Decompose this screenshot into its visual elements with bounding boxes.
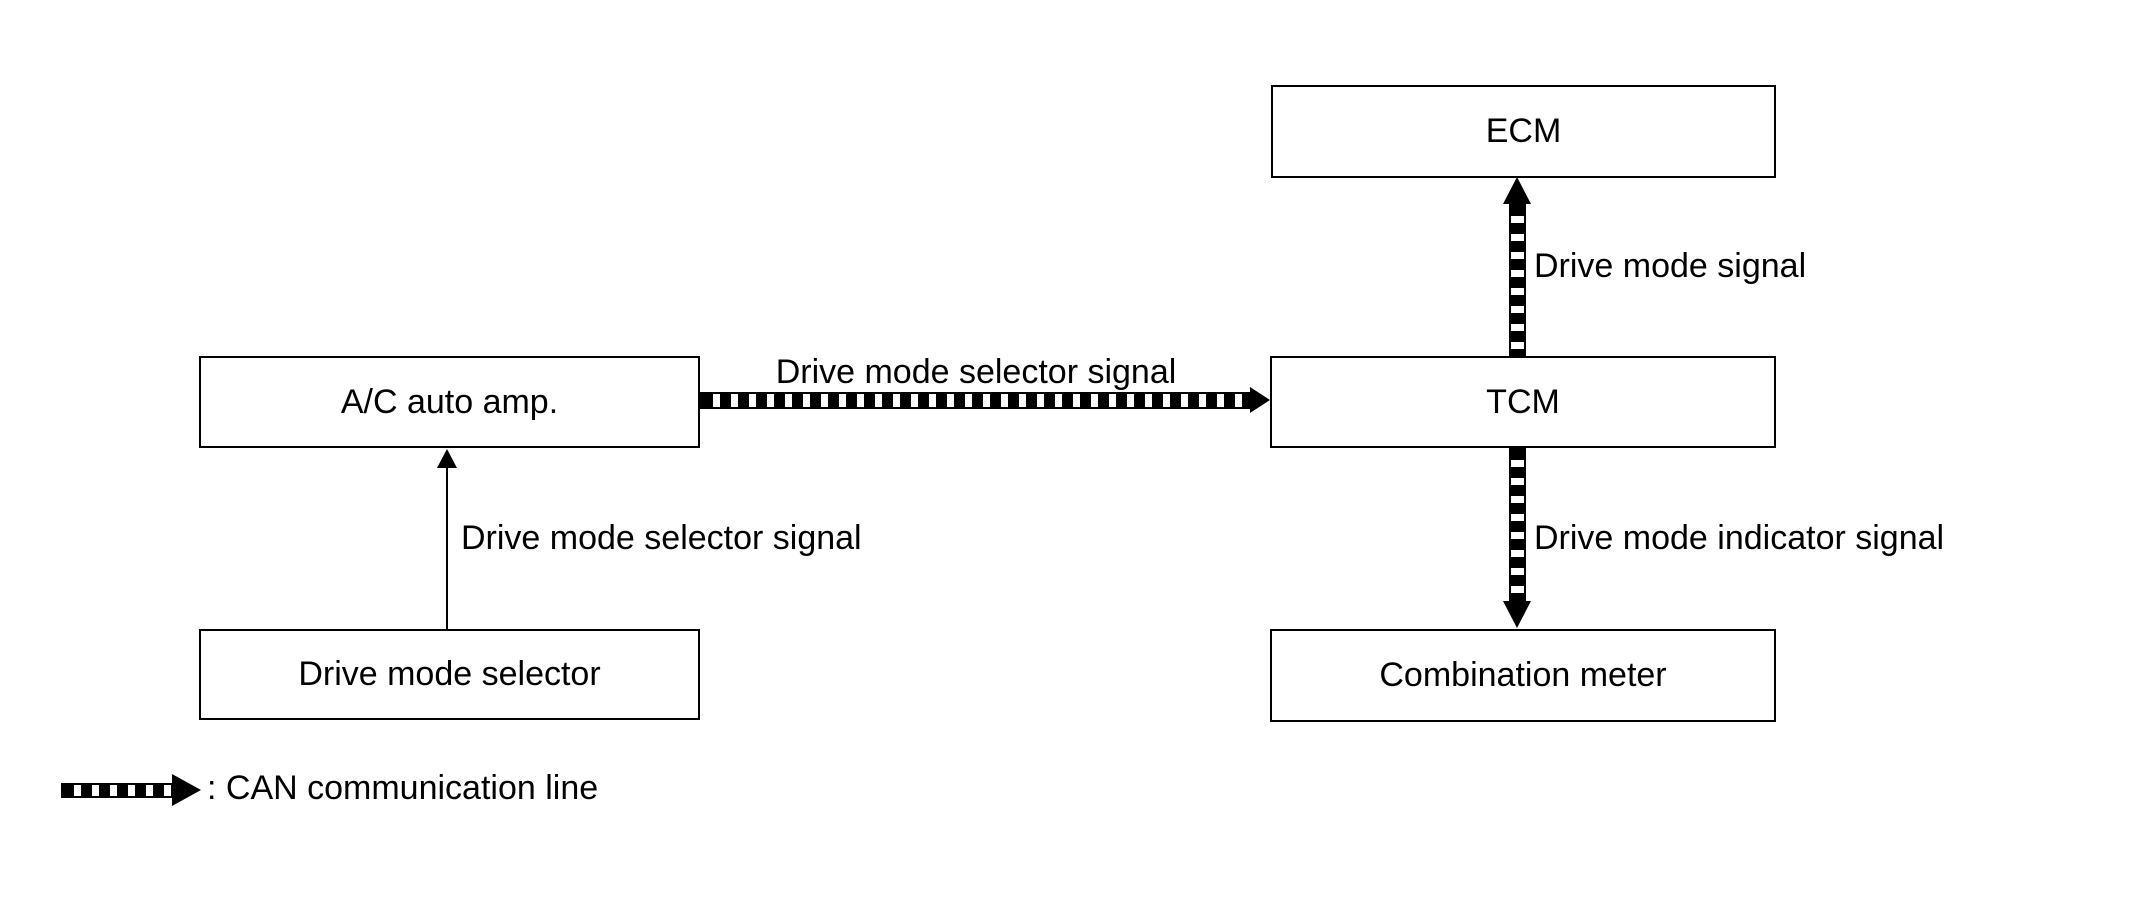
node-combination-meter: Combination meter	[1270, 629, 1776, 722]
arrowhead-down-icon	[1503, 601, 1531, 628]
node-combination-meter-label: Combination meter	[1379, 656, 1667, 694]
arrowhead-up-small-icon	[437, 449, 457, 468]
edge-label-tcm-to-ecm: Drive mode signal	[1534, 247, 1807, 285]
node-ecm-label: ECM	[1485, 112, 1562, 150]
can-arrow-tcm-to-ecm	[1509, 203, 1526, 357]
legend-text: : CAN communication line	[207, 769, 599, 807]
can-arrow-ac-to-tcm	[700, 392, 1252, 409]
node-ac-auto-amp-label: A/C auto amp.	[340, 382, 559, 421]
wire-selector-to-ac	[446, 467, 448, 629]
legend-arrowhead-right-icon	[172, 774, 201, 806]
edge-label-tcm-to-meter: Drive mode indicator signal	[1534, 519, 1945, 557]
node-ecm: ECM	[1271, 85, 1776, 178]
edge-label-selector-to-ac: Drive mode selector signal	[461, 519, 862, 557]
edge-label-ac-to-tcm: Drive mode selector signal	[775, 353, 1177, 391]
node-drive-mode-selector-label: Drive mode selector	[298, 655, 601, 693]
arrowhead-right-icon	[1250, 387, 1270, 413]
can-arrow-tcm-to-meter	[1509, 447, 1526, 602]
arrowhead-up-icon	[1503, 177, 1531, 204]
node-tcm: TCM	[1270, 356, 1776, 448]
node-ac-auto-amp: A/C auto amp.	[199, 356, 700, 448]
legend-can-line-sample	[61, 783, 173, 798]
node-drive-mode-selector: Drive mode selector	[199, 629, 700, 720]
node-tcm-label: TCM	[1486, 382, 1560, 421]
